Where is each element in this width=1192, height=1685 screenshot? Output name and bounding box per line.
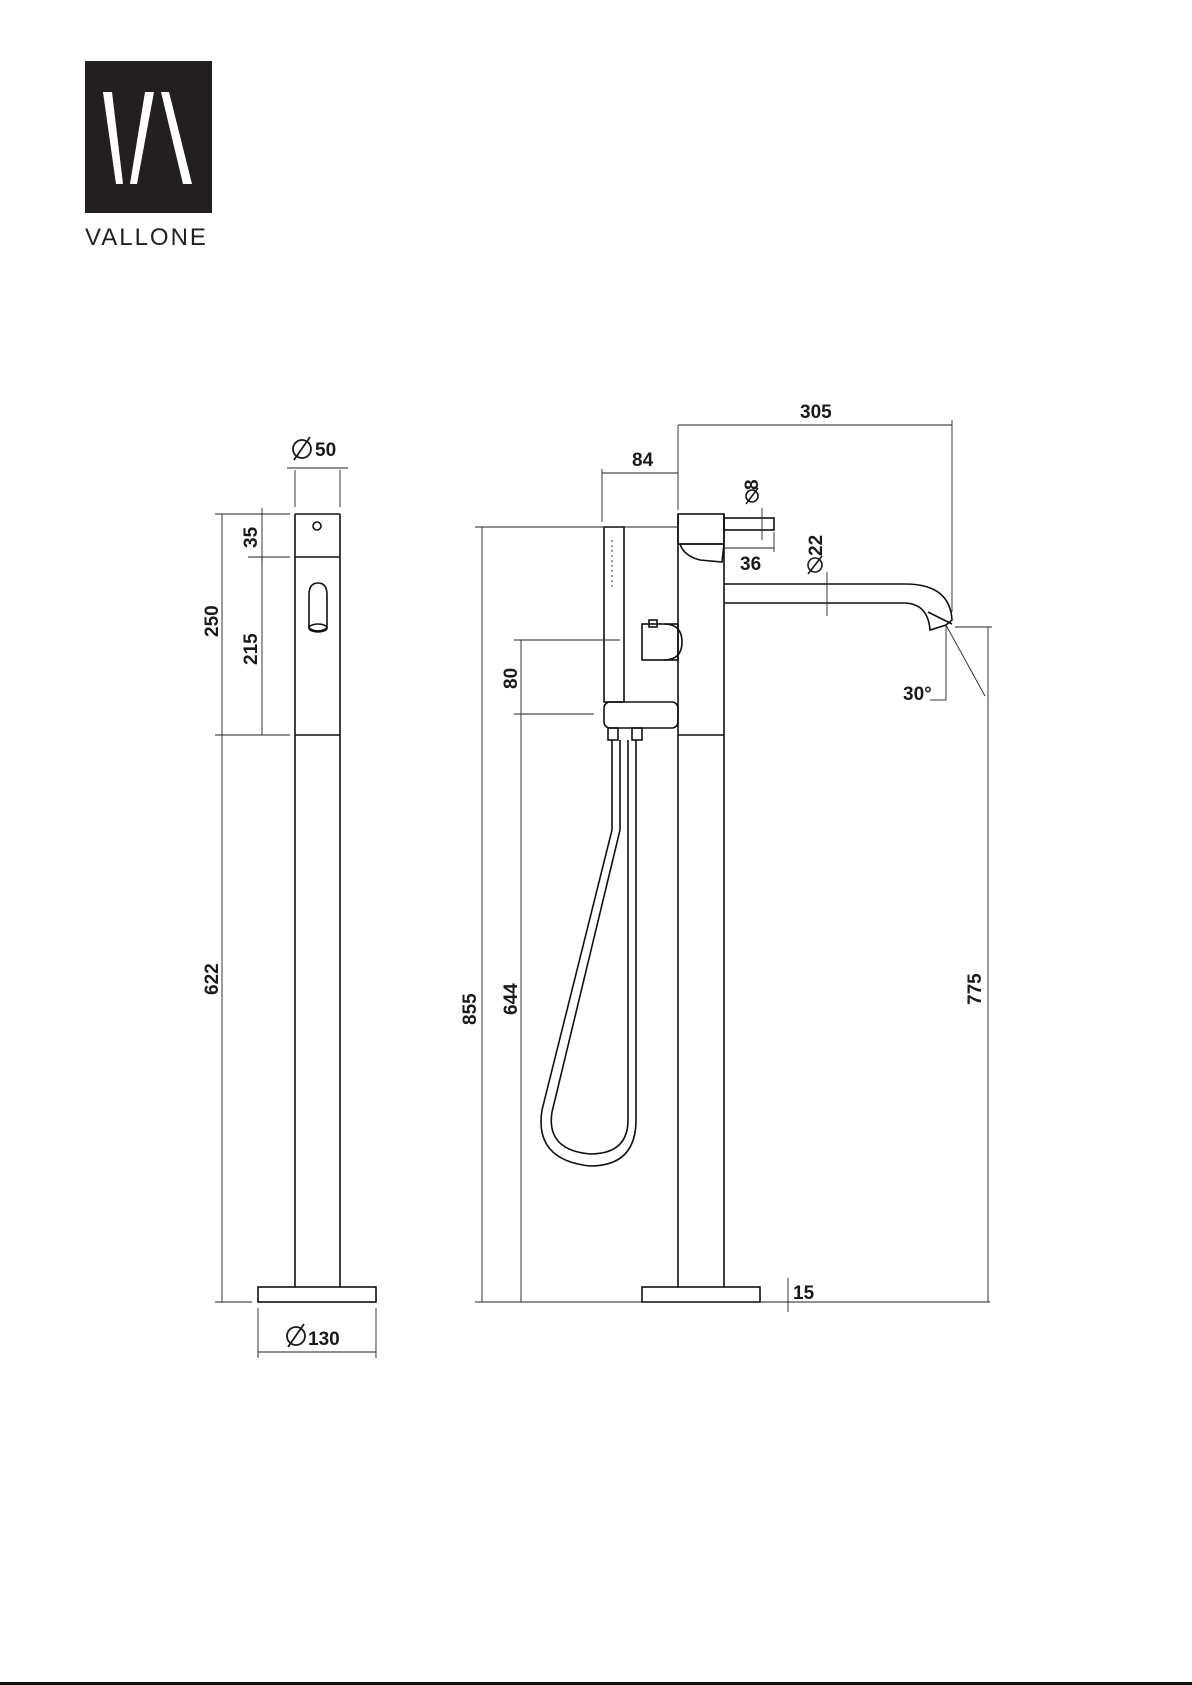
dim-handle-zone: 215 — [241, 633, 262, 665]
dim-upper-height: 250 — [202, 605, 223, 637]
dim-spout-reach: 305 — [800, 402, 832, 423]
dim-spout-height: 775 — [965, 973, 986, 1005]
dim-base-height: 15 — [793, 1283, 815, 1304]
front-view: 84 305 8 36 22 855 80 644 — [460, 402, 992, 1312]
dim-spout-diameter: 22 — [806, 535, 827, 556]
dim-spout-angle: 30° — [903, 684, 932, 705]
dim-lower-pipe: 622 — [202, 963, 223, 995]
dim-top-diameter: 50 — [315, 440, 336, 461]
diameter-icon — [287, 1324, 305, 1347]
diameter-icon — [808, 556, 822, 574]
diameter-icon — [293, 437, 311, 460]
dim-cap-height: 35 — [241, 526, 262, 548]
dim-total-height: 855 — [460, 993, 481, 1025]
dim-holder-height: 644 — [501, 983, 522, 1015]
side-view: 50 35 250 215 622 130 — [202, 437, 376, 1358]
dim-holder-gap: 80 — [501, 668, 522, 689]
dim-lever-length: 36 — [740, 554, 761, 575]
dim-lever-diameter: 8 — [742, 479, 763, 490]
dim-handshower-offset: 84 — [632, 450, 654, 471]
dim-base-diameter: 130 — [308, 1329, 340, 1350]
